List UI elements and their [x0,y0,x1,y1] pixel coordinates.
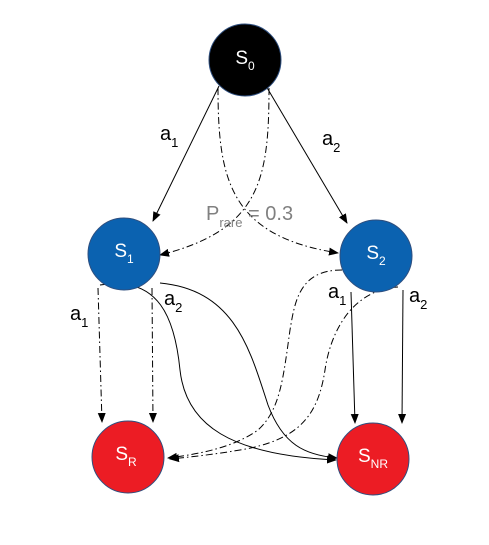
rare-probability-label: Prare = 0.3 [206,203,293,230]
edge-label-s0-a1: a1 [160,123,178,150]
node-s2-label: S [366,243,379,264]
node-s2: S2 [339,219,413,293]
edge-label-s1-a1-main: a [70,303,82,325]
edge-label-s2-a2-sub: 2 [420,297,427,312]
node-snr: SNR [336,422,410,496]
node-s2-subscript: 2 [379,254,386,268]
node-sr-label: S [115,444,128,465]
node-s1-label: S [114,241,127,262]
edge-s0-to-s2 [265,85,348,224]
edge-label-s2-a1: a1 [328,281,346,308]
rare-edge-s2-a2-to-sr [169,286,399,463]
edge-label-s1-a1: a1 [70,303,88,330]
svg-text:S0: S0 [235,48,255,73]
node-sr: SR [91,420,165,494]
node-snr-label: S [358,446,371,467]
edge-label-s1-a1-sub: 1 [81,315,88,330]
svg-text:SNR: SNR [358,446,388,471]
edge-label-s0-a1-main: a [160,123,172,145]
rare-probability-symbol: P [206,203,219,225]
edge-s1-a1-to-snr [99,283,337,464]
rare-edge-s0-to-s1 [159,87,270,257]
edge-label-s0-a2-sub: 2 [333,140,340,155]
edge-s2-a1-to-snr [350,291,359,424]
edge-s0-to-s1 [152,85,220,222]
edge-label-s2-a2: a2 [409,285,427,312]
node-s0-subscript: 0 [248,59,255,73]
rare-probability-subscript: rare [219,215,242,230]
node-s1-subscript: 1 [127,252,134,266]
edge-label-s2-a1-main: a [328,281,340,303]
edge-label-s0-a2: a2 [322,128,340,155]
svg-text:S2: S2 [366,243,386,268]
edge-label-s2-a2-main: a [409,285,421,307]
edge-label-s0-a1-sub: 1 [171,135,178,150]
rare-edge-s2-a1-to-sr [167,269,343,461]
edge-label-s1-a2-sub: 2 [175,300,182,315]
node-s0-label: S [235,48,248,69]
edge-s2-a2-to-snr [398,289,407,424]
edge-label-s0-a2-main: a [322,128,334,150]
svg-text:S1: S1 [114,241,134,266]
edge-s1-a2-to-snr [159,282,338,462]
rare-edge-s0-to-s2 [217,87,339,256]
edge-label-s1-a2: a2 [164,288,182,315]
edge-label-s2-a1-sub: 1 [339,293,346,308]
node-s1: S1 [87,217,161,291]
edge-label-s1-a2-main: a [164,288,176,310]
node-sr-subscript: R [128,455,137,469]
rare-probability-value: = 0.3 [242,203,293,225]
rare-edge-s1-a2-to-sr [148,287,157,423]
node-s0: S0 [208,23,282,97]
svg-text:SR: SR [115,444,137,469]
rare-edge-s1-a1-to-sr [97,287,106,423]
node-snr-subscript: NR [371,457,389,471]
